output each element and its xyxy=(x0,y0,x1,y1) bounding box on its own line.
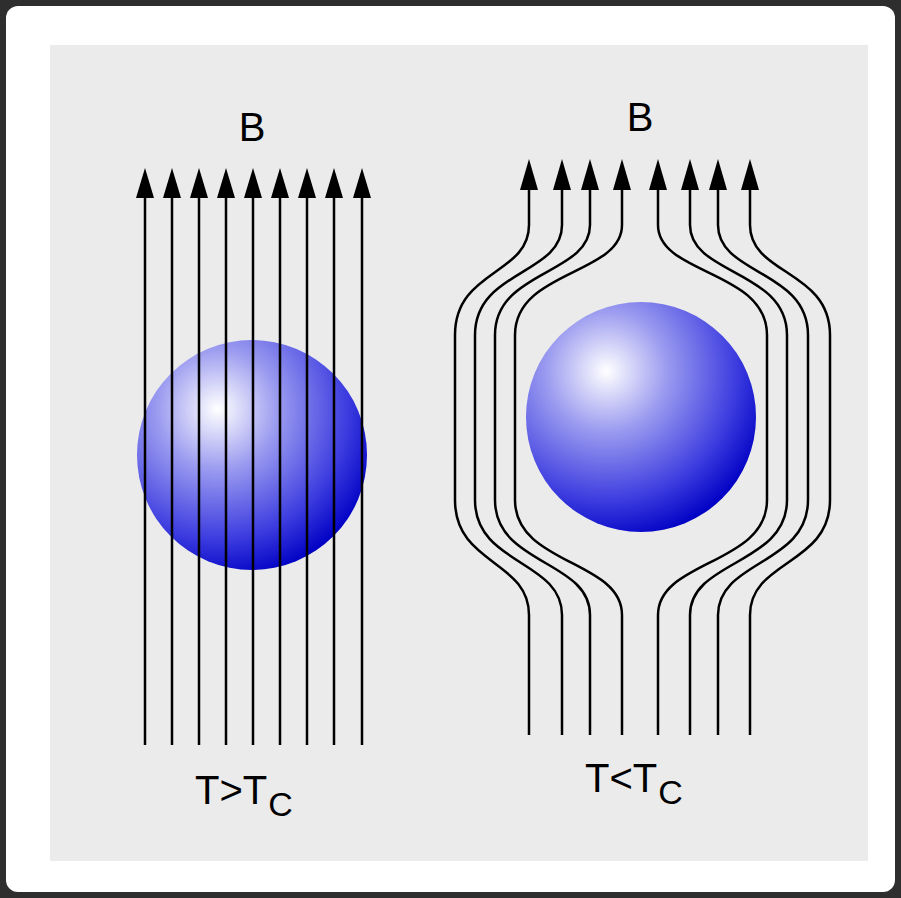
field-lines xyxy=(145,190,362,745)
arrowheads xyxy=(520,159,759,190)
panel xyxy=(50,45,868,861)
sphere xyxy=(526,302,756,532)
subscript: C xyxy=(268,787,293,821)
field-label: B xyxy=(239,107,266,147)
field-lines xyxy=(455,185,830,735)
subscript: C xyxy=(658,775,683,809)
field-label: B xyxy=(627,97,654,137)
arrowheads xyxy=(136,168,371,198)
card xyxy=(6,6,895,892)
temperature-label: T>T xyxy=(195,770,267,810)
temperature-label: T<T xyxy=(585,758,657,798)
